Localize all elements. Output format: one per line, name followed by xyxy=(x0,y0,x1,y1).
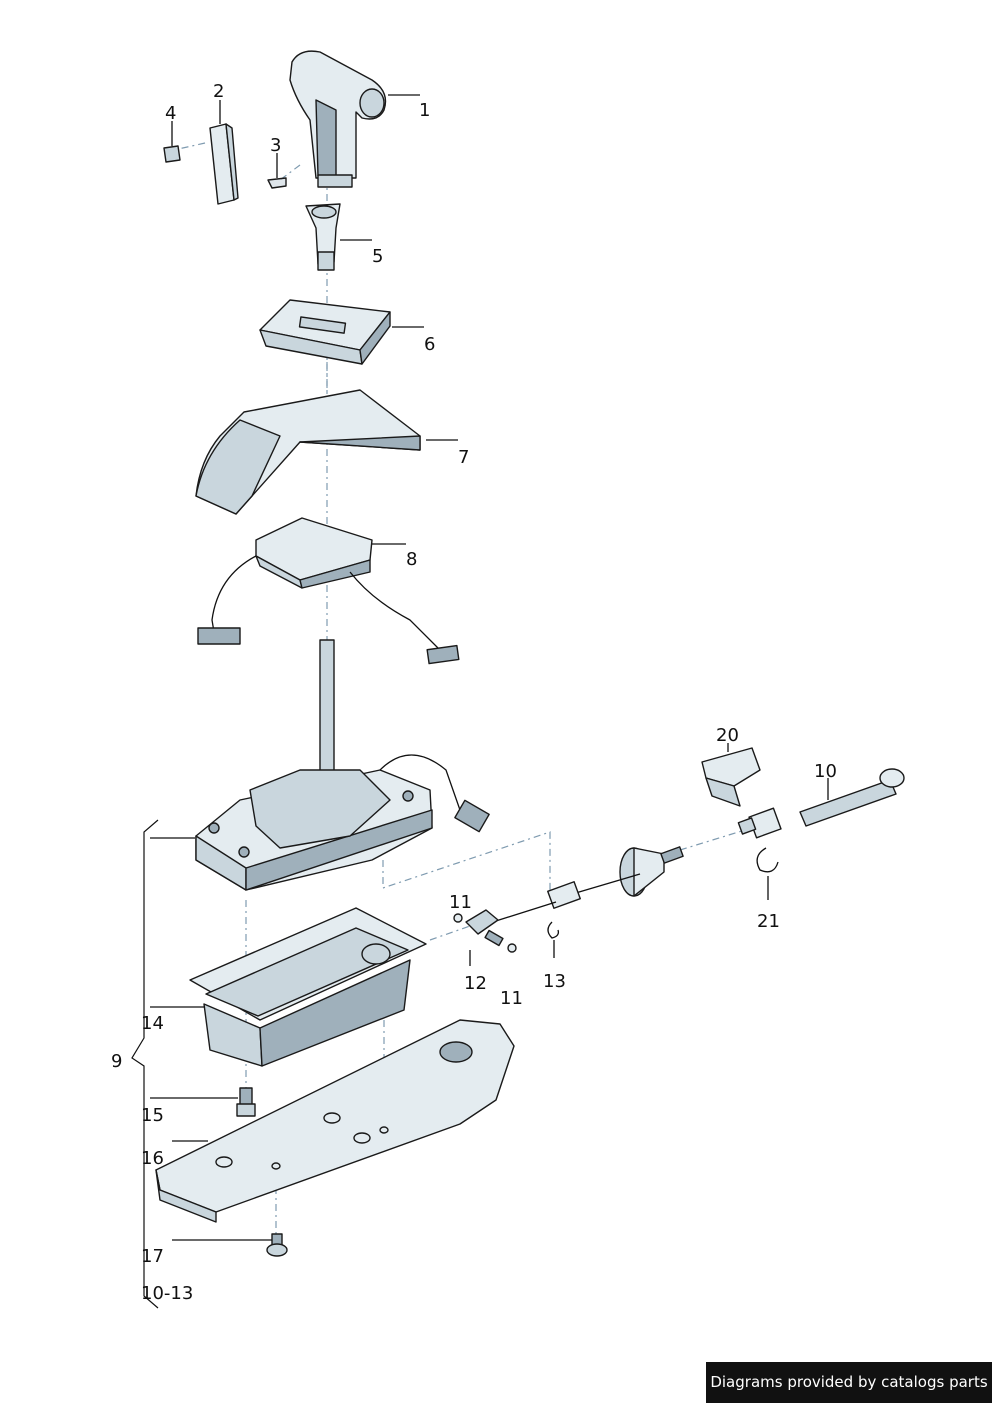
callout-15: 15 xyxy=(141,1105,164,1126)
part-6-gate-plate xyxy=(259,299,391,365)
part-11-12-13-fittings xyxy=(453,909,560,953)
callout-2: 2 xyxy=(213,81,224,102)
callout-9: 9 xyxy=(111,1051,122,1072)
callout-17: 17 xyxy=(141,1246,164,1267)
callout-11-upper: 11 xyxy=(449,892,472,913)
part-15-bolt xyxy=(236,1087,256,1117)
part-10-selector-cable xyxy=(479,768,905,927)
callout-14: 14 xyxy=(141,1013,164,1034)
part-2-cover-strip xyxy=(209,123,239,205)
part-5-lever-adapter xyxy=(305,203,341,271)
callout-21: 21 xyxy=(757,911,780,932)
callout-labels: 1 2 3 4 5 6 7 8 9 10 11 11 12 13 14 15 1… xyxy=(111,81,837,1304)
part-9-shift-housing xyxy=(195,639,490,891)
part-20-bracket xyxy=(701,747,761,807)
callout-8: 8 xyxy=(406,549,417,570)
callout-10: 10 xyxy=(814,761,837,782)
callout-7: 7 xyxy=(458,447,469,468)
callout-16: 16 xyxy=(141,1148,164,1169)
callout-12: 12 xyxy=(464,973,487,994)
callout-13: 13 xyxy=(543,971,566,992)
callout-20: 20 xyxy=(716,725,739,746)
part-17-screw xyxy=(266,1233,288,1257)
part-8-switch-unit xyxy=(197,517,460,665)
part-7-trim-cover xyxy=(195,389,421,515)
part-14-lower-housing xyxy=(189,907,427,1067)
leader-lines xyxy=(150,94,829,1241)
callout-4: 4 xyxy=(165,103,176,124)
callout-11-lower: 11 xyxy=(500,988,523,1009)
callout-6: 6 xyxy=(424,334,435,355)
group-9-brace xyxy=(131,819,159,1309)
part-16-base-plate xyxy=(155,1019,515,1223)
part-1-selector-knob xyxy=(289,50,387,188)
part-3-clip xyxy=(267,177,287,189)
callout-3: 3 xyxy=(270,135,281,156)
callout-5: 5 xyxy=(372,246,383,267)
callout-10-13: 10-13 xyxy=(141,1283,193,1304)
callout-1: 1 xyxy=(419,100,430,121)
part-21-circlip xyxy=(756,847,779,873)
part-4-button xyxy=(163,145,181,163)
attribution-footer: Diagrams provided by catalogs parts xyxy=(706,1362,992,1403)
